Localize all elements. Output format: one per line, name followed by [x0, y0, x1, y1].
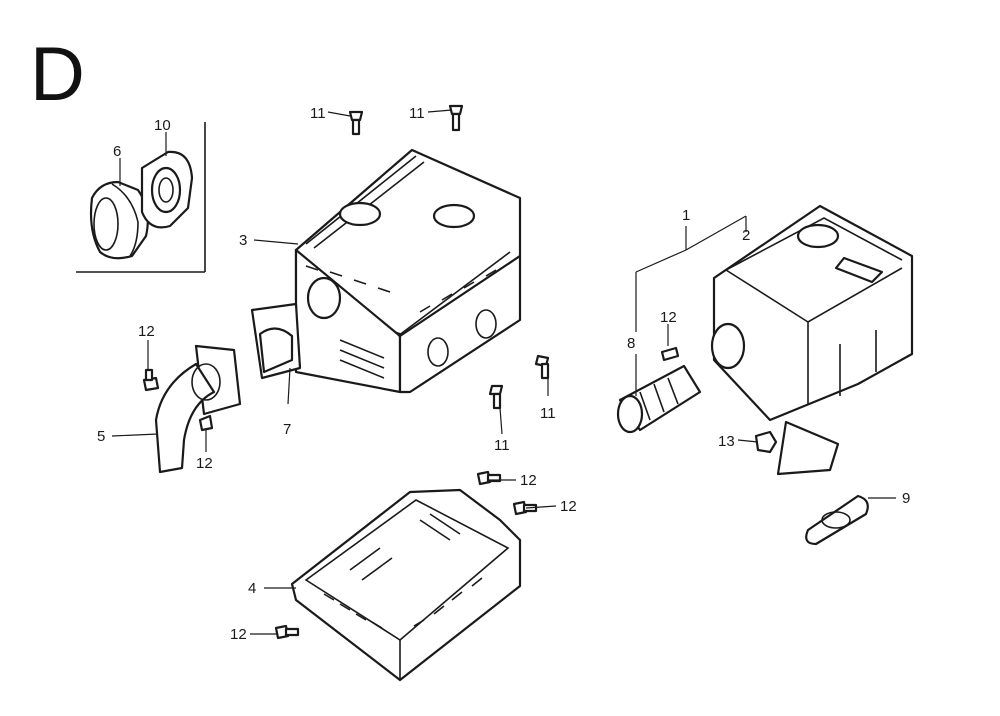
- cap-part-6: [89, 180, 149, 260]
- callout-12-b: 12: [196, 455, 213, 472]
- callout-11-d: 11: [494, 437, 510, 454]
- exhaust-pipe-part-5: [154, 344, 242, 474]
- nut-13: [754, 430, 778, 454]
- bolt-11-a: [348, 110, 364, 136]
- callout-11-b: 11: [409, 105, 425, 122]
- callout-11-c: 11: [540, 405, 556, 422]
- callout-9: 9: [902, 490, 910, 507]
- callout-3: 3: [239, 232, 247, 249]
- gasket-part-9: [805, 494, 869, 546]
- callout-12-d: 12: [520, 472, 537, 489]
- muffler-cover-part-4: [290, 488, 522, 682]
- flange-part-10: [140, 150, 194, 229]
- bolt-11-b: [448, 104, 464, 132]
- bolt-12-b: [198, 414, 214, 432]
- muffler-protector-part-3: [294, 148, 522, 394]
- callout-labels: 11 11 3 6 10 12 5 12 7 11 11 12 12 4 12 …: [97, 105, 910, 643]
- callout-2: 2: [742, 227, 750, 244]
- bolt-11-c: [534, 354, 550, 380]
- callout-12-a: 12: [138, 323, 155, 340]
- callout-12-e: 12: [560, 498, 577, 515]
- callout-1: 1: [682, 207, 690, 224]
- inset-frame: [76, 122, 206, 273]
- callout-8: 8: [627, 335, 635, 352]
- bolt-12-f: [274, 624, 300, 640]
- spark-arrester-part-8: [616, 364, 702, 434]
- callout-12-c: 12: [660, 309, 677, 326]
- bolt-12-d: [476, 470, 502, 486]
- callout-11-a: 11: [310, 105, 326, 122]
- gasket-part-7: [250, 302, 302, 380]
- callout-6: 6: [113, 143, 121, 160]
- bolt-12-a: [142, 368, 160, 392]
- section-letter: D: [30, 32, 85, 117]
- callout-4: 4: [248, 580, 256, 597]
- muffler-part-2: [710, 204, 914, 476]
- callout-12-f: 12: [230, 626, 247, 643]
- bolt-12-c: [660, 346, 680, 362]
- bolt-11-d: [488, 384, 504, 410]
- callout-10: 10: [154, 117, 171, 134]
- leader-lines: [111, 109, 896, 635]
- callout-13: 13: [718, 433, 735, 450]
- callout-7: 7: [283, 421, 291, 438]
- callout-5: 5: [97, 428, 105, 445]
